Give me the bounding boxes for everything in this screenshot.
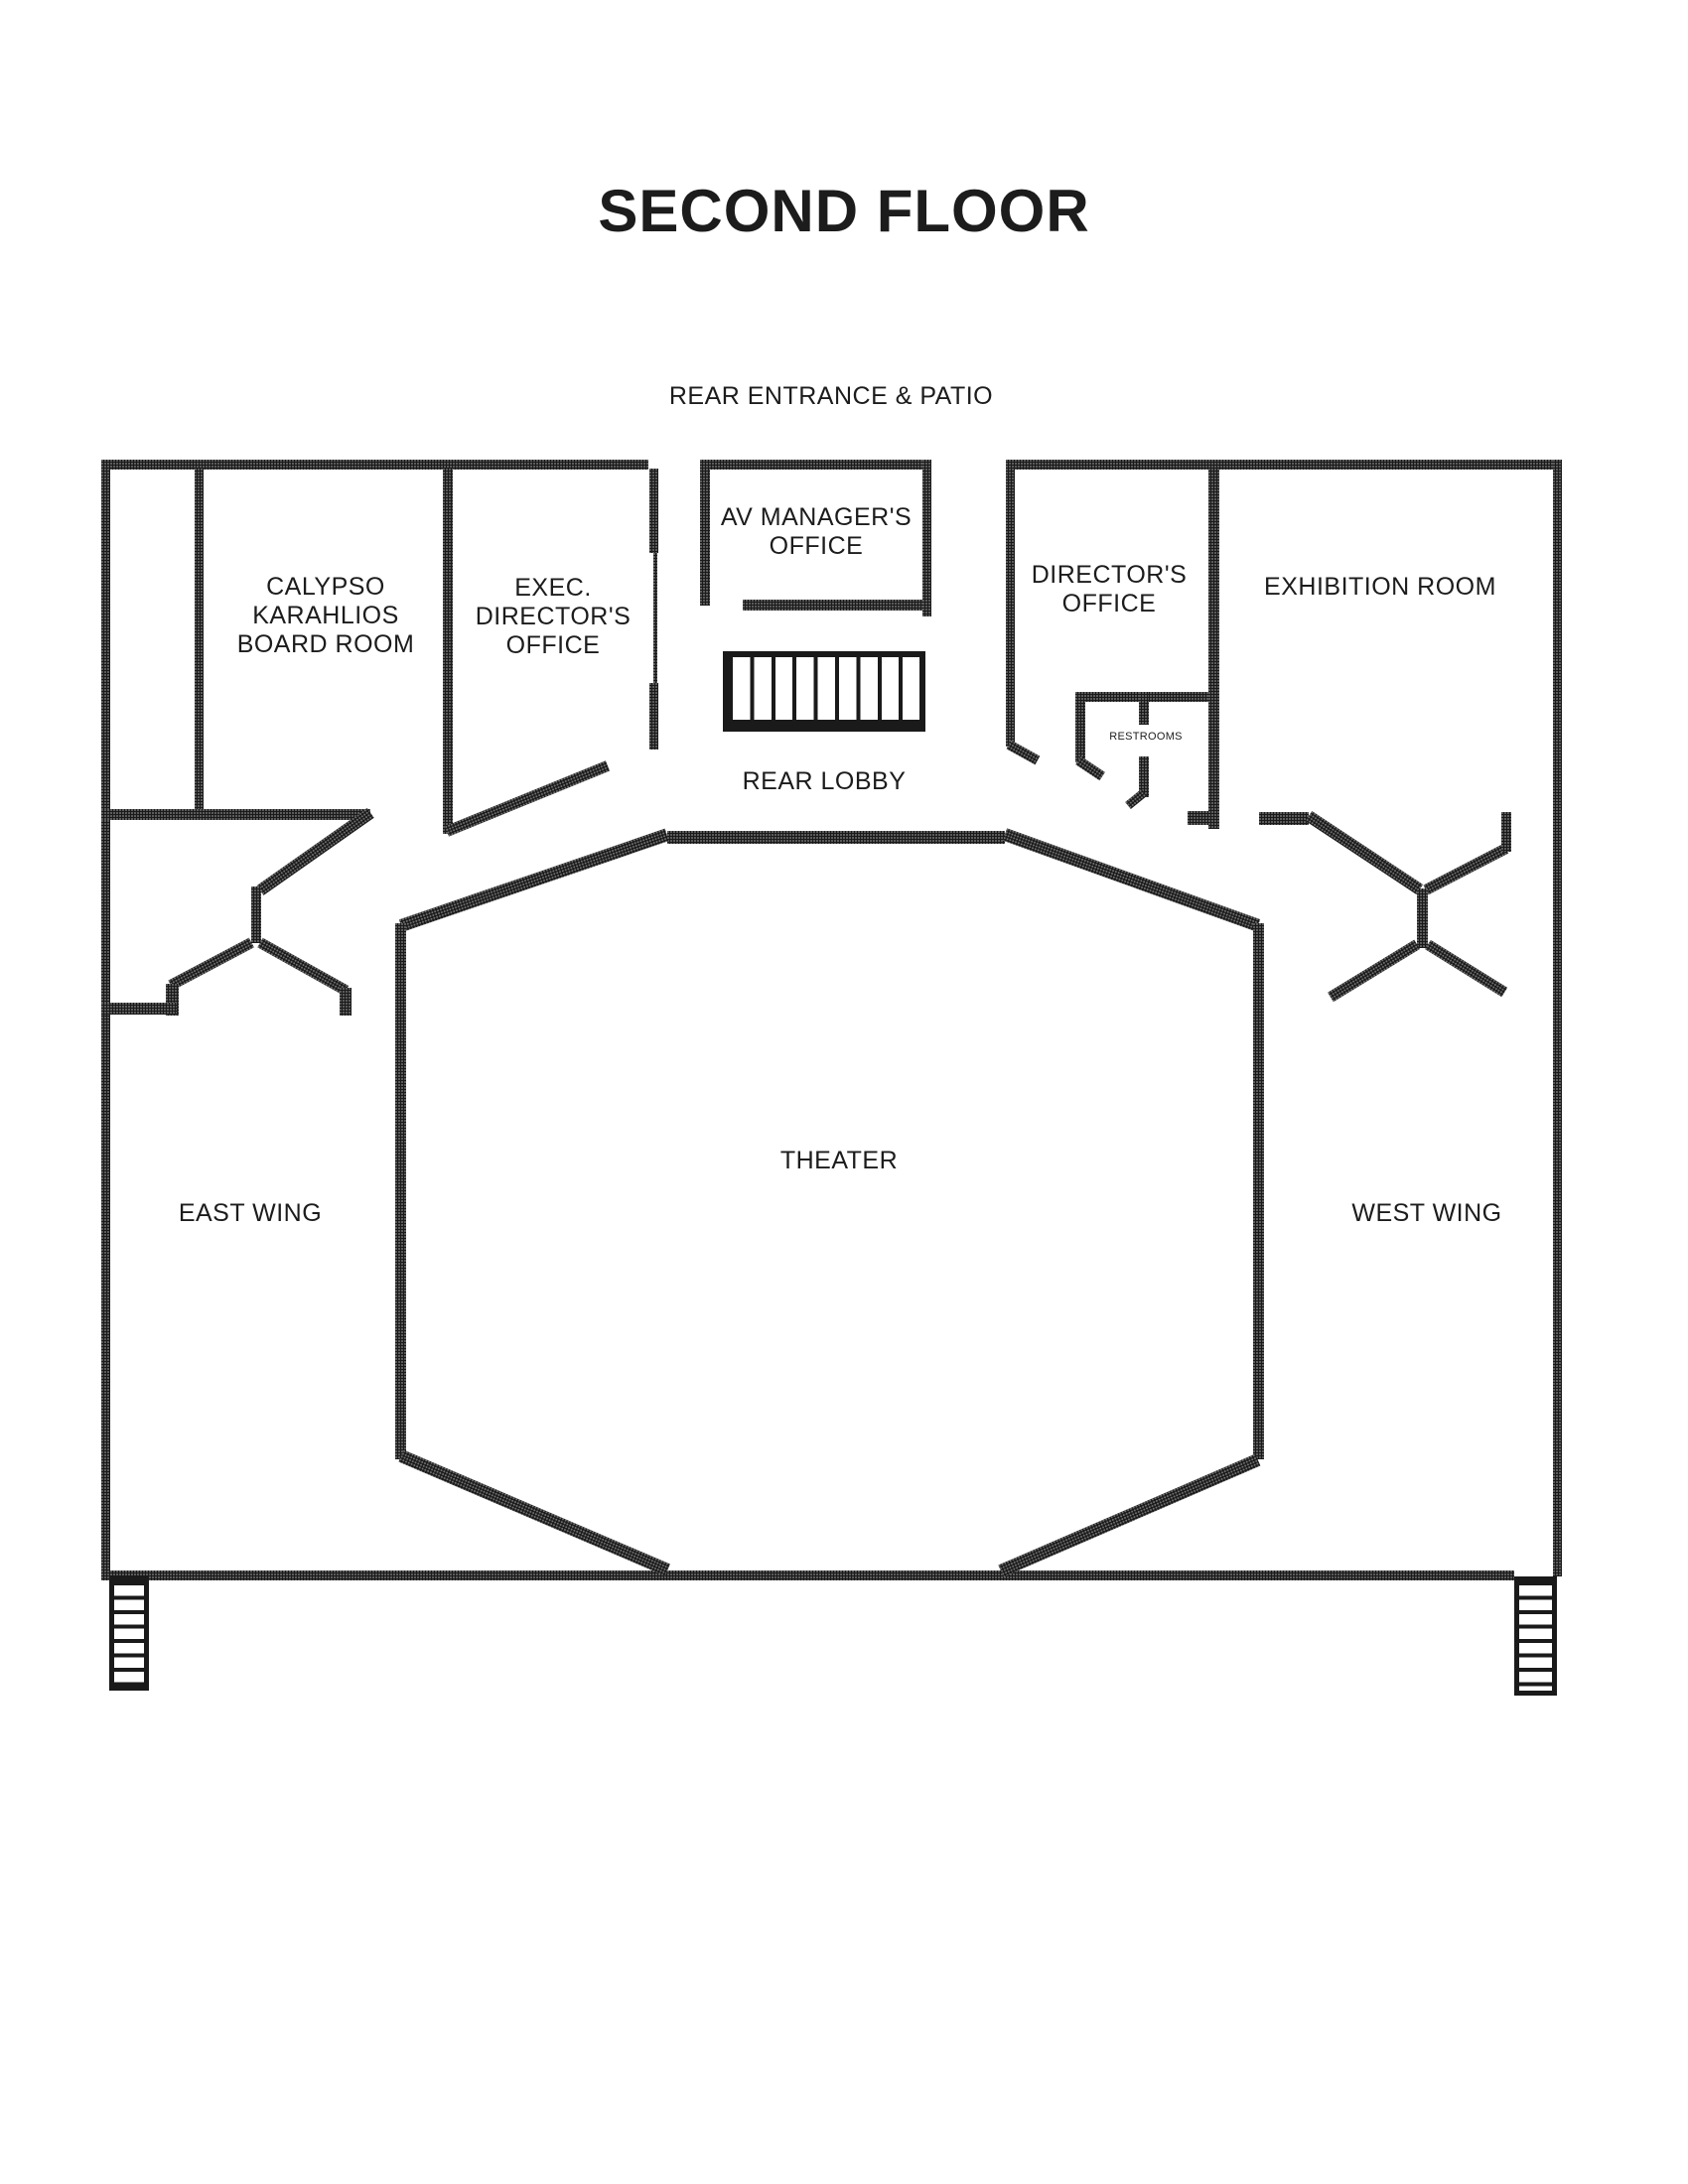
wall-theater-topright: [1002, 828, 1261, 932]
board-room-label: CALYPSO KARAHLIOS BOARD ROOM: [236, 573, 415, 658]
exterior-stairs-right: [1514, 1576, 1557, 1696]
post-east-doors: [251, 887, 261, 943]
wall-restrooms-mid-lower: [1139, 756, 1149, 797]
door-restrooms-left: [1075, 755, 1105, 781]
wall-boardroom-exec-divider: [443, 469, 453, 834]
wall-east-low: [101, 1003, 177, 1015]
theater-label: THEATER: [779, 1147, 899, 1174]
wall-closet-divider: [195, 469, 204, 816]
door-west-left: [1328, 939, 1420, 1003]
wall-theater-topleft: [398, 828, 669, 932]
wall-west-hall: [1259, 812, 1309, 825]
rear-lobby-stairs: [723, 651, 925, 732]
wall-west-funnel: [1305, 810, 1424, 894]
jamb-west-stub: [1501, 812, 1511, 852]
wall-outer-bottom: [101, 1570, 1514, 1580]
director-office-label: DIRECTOR'S OFFICE: [1031, 561, 1188, 617]
door-east-right: [257, 937, 350, 996]
rear-entrance-label: REAR ENTRANCE & PATIO: [668, 382, 994, 410]
jamb-divider-bottom: [1188, 811, 1209, 825]
wall-theater-top: [667, 831, 1005, 844]
door-exec-office: [444, 760, 611, 837]
av-office-label: AV MANAGER'S OFFICE: [720, 503, 913, 560]
jamb-east-right: [340, 988, 352, 1016]
exec-office-label: EXEC. DIRECTOR'S OFFICE: [475, 574, 632, 659]
wall-theater-right: [1253, 923, 1264, 1459]
wall-av-bottom: [743, 600, 922, 611]
wall-theater-left: [395, 923, 406, 1459]
wall-av-left: [700, 460, 710, 606]
exterior-stairs-left: [109, 1576, 149, 1691]
wall-av-right: [922, 460, 931, 616]
rear-lobby-label: REAR LOBBY: [742, 767, 907, 795]
wall-director-exhibition-divider: [1208, 469, 1219, 829]
wall-restrooms-left: [1075, 692, 1085, 762]
wall-exec-right-window: [653, 553, 657, 683]
wall-west-block-left: [1006, 460, 1015, 747]
post-west-doors: [1417, 888, 1428, 948]
wall-outer-top-left: [101, 460, 648, 470]
wall-east-funnel: [256, 807, 374, 895]
wall-outer-right: [1553, 460, 1562, 1576]
wall-exec-right-upper: [649, 469, 658, 553]
west-wing-label: WEST WING: [1351, 1199, 1502, 1227]
restrooms-label: RESTROOMS: [1109, 731, 1183, 743]
door-west-block: [1006, 740, 1041, 765]
door-west-right: [1425, 939, 1508, 998]
exhibition-room-label: EXHIBITION ROOM: [1264, 573, 1496, 601]
page-title: SECOND FLOOR: [598, 178, 1090, 244]
door-east-left: [168, 937, 254, 991]
wall-outer-left: [101, 460, 110, 1580]
wall-theater-bottomright: [998, 1453, 1261, 1577]
wall-theater-bottomleft: [398, 1449, 670, 1576]
wall-outer-top-right: [1006, 460, 1562, 470]
wall-restrooms-mid-upper: [1139, 692, 1149, 725]
wall-av-top: [700, 460, 931, 470]
wall-west-funnel-upper: [1423, 843, 1509, 895]
door-restrooms-mid: [1125, 788, 1148, 809]
east-wing-label: EAST WING: [178, 1199, 323, 1227]
wall-east-hall: [101, 809, 370, 820]
wall-exec-right-lower: [649, 683, 658, 750]
